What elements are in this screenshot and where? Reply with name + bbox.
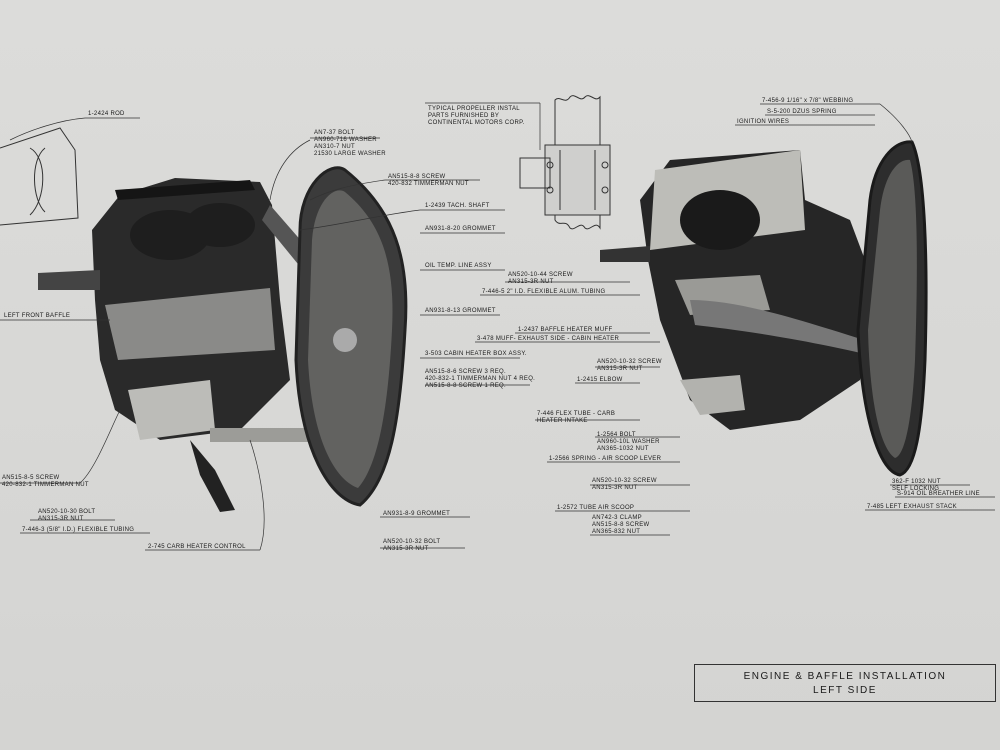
label-line: AN742-3 CLAMP bbox=[592, 515, 642, 521]
label-line: PARTS FURNISHED BY bbox=[428, 113, 500, 119]
label-spring-air-scoop: 1-2566 SPRING - AIR SCOOP LEVER bbox=[549, 456, 662, 462]
label-line: AN515-8-8 SCREW bbox=[592, 522, 650, 528]
label-line: AN515-8-8 SCREW 1 REQ. bbox=[425, 383, 506, 389]
label-webbing: 7-456-9 1/16" x 7/8" WEBBING bbox=[762, 98, 854, 104]
label-left-front-baffle: LEFT FRONT BAFFLE bbox=[4, 313, 71, 319]
label-line: AN310-7 NUT bbox=[314, 144, 355, 150]
label-bolt-washer-nut-r: 1-2564 BOLT AN960-10L WASHER AN365-1032 … bbox=[597, 432, 660, 453]
label-line: AN520-10-32 BOLT bbox=[383, 539, 441, 545]
label-line: AN515-8-6 SCREW 3 REQ. bbox=[425, 369, 506, 375]
label-alum-tubing: 7-446-5 2" I.D. FLEXIBLE ALUM. TUBING bbox=[482, 289, 606, 295]
label-screw-nut-r2: AN520-10-32 SCREW AN315-3R NUT bbox=[597, 359, 662, 373]
right-engine-photo bbox=[600, 150, 890, 430]
label-line: AN365-1032 NUT bbox=[597, 446, 649, 452]
label-tach-shaft: 1-2439 TACH. SHAFT bbox=[425, 203, 490, 209]
label-line: AN520-10-44 SCREW bbox=[508, 272, 573, 278]
leader-lines bbox=[0, 102, 995, 551]
label-oil-breather-line: S-914 OIL BREATHER LINE bbox=[897, 491, 980, 497]
label-bolt-washer-nut: AN7-37 BOLT AN960-716 WASHER AN310-7 NUT… bbox=[314, 130, 386, 158]
label-screw-nut: AN515-8-8 SCREW 420-832 TIMMERMAN NUT bbox=[388, 174, 469, 188]
label-grommet-2: AN931-8-13 GROMMET bbox=[425, 308, 496, 314]
label-line: AN520-10-30 BOLT bbox=[38, 509, 96, 515]
left-baffle-disc bbox=[294, 166, 408, 507]
label-cabin-heater-box: 3-503 CABIN HEATER BOX ASSY. bbox=[425, 351, 527, 357]
label-screw-left: AN515-8-5 SCREW 420-832-1 TIMMERMAN NUT bbox=[2, 475, 89, 489]
label-line: AN515-8-5 SCREW bbox=[2, 475, 60, 481]
label-flexible-tubing: 7-446-3 (5/8" I.D.) FLEXIBLE TUBING bbox=[22, 527, 135, 533]
label-line: AN515-8-8 SCREW bbox=[388, 174, 446, 180]
label-line: TYPICAL PROPELLER INSTAL bbox=[428, 106, 520, 112]
label-line: 420-832 TIMMERMAN NUT bbox=[388, 181, 469, 187]
propeller-parts-sketch bbox=[519, 95, 611, 230]
label-oil-temp-line: OIL TEMP. LINE ASSY bbox=[425, 263, 492, 269]
label-bolt-nut-bottom: AN520-10-32 BOLT AN315-3R NUT bbox=[383, 539, 440, 553]
label-ignition-wires: IGNITION WIRES bbox=[737, 119, 790, 125]
label-line: AN315-3R NUT bbox=[597, 366, 643, 372]
label-screw-nut-r3: AN520-10-32 SCREW AN315-3R NUT bbox=[592, 478, 657, 492]
label-line: AN960-716 WASHER bbox=[314, 137, 377, 143]
label-line: AN7-37 BOLT bbox=[314, 130, 355, 136]
label-line: 420-832-1 TIMMERMAN NUT 4 REQ. bbox=[425, 376, 536, 382]
label-line: 1-2564 BOLT bbox=[597, 432, 636, 438]
label-line: AN520-10-32 SCREW bbox=[592, 478, 657, 484]
label-flex-carb: 7-446 FLEX TUBE - CARB HEATER INTAKE bbox=[537, 411, 615, 425]
label-line: AN520-10-32 SCREW bbox=[597, 359, 662, 365]
label-line: AN365-832 NUT bbox=[592, 529, 641, 535]
label-line: AN960-10L WASHER bbox=[597, 439, 660, 445]
label-screw-timmerman: AN515-8-6 SCREW 3 REQ. 420-832-1 TIMMERM… bbox=[425, 369, 535, 390]
label-screw-nut-r: AN520-10-44 SCREW AN315-3R NUT bbox=[508, 272, 573, 286]
label-muff-exhaust: 3-478 MUFF- EXHAUST SIDE - CABIN HEATER bbox=[477, 336, 620, 342]
label-rod: 1-2424 ROD bbox=[88, 111, 125, 117]
label-line: SELF LOCKING bbox=[892, 486, 940, 492]
label-elbow: 1-2415 ELBOW bbox=[577, 377, 623, 383]
rod-bracket-sketch bbox=[0, 127, 79, 226]
label-carb-heater-control: 2-745 CARB HEATER CONTROL bbox=[148, 544, 246, 550]
label-bolt-nut-left: AN520-10-30 BOLT AN315-3R NUT bbox=[38, 509, 95, 523]
label-line: HEATER INTAKE bbox=[537, 418, 588, 424]
label-propeller-note: TYPICAL PROPELLER INSTAL PARTS FURNISHED… bbox=[428, 106, 525, 127]
label-line: 420-832-1 TIMMERMAN NUT bbox=[2, 482, 89, 488]
label-line: AN315-3R NUT bbox=[592, 485, 638, 491]
label-line: 362-F 1032 NUT bbox=[892, 479, 941, 485]
right-baffle-disc bbox=[856, 140, 928, 477]
label-dzus-spring: S-5-200 DZUS SPRING bbox=[767, 109, 837, 115]
title-sub: LEFT SIDE bbox=[813, 685, 877, 696]
label-line: CONTINENTAL MOTORS CORP. bbox=[428, 120, 525, 126]
label-line: AN315-3R NUT bbox=[38, 516, 84, 522]
label-clamp-screw-nut: AN742-3 CLAMP AN515-8-8 SCREW AN365-832 … bbox=[592, 515, 650, 536]
label-nut-locking: 362-F 1032 NUT SELF LOCKING bbox=[892, 479, 941, 493]
label-grommet-1: AN931-8-20 GROMMET bbox=[425, 226, 496, 232]
label-line: 7-446 FLEX TUBE - CARB bbox=[537, 411, 616, 417]
label-line: AN315-3R NUT bbox=[383, 546, 429, 552]
label-grommet-3: AN931-8-9 GROMMET bbox=[383, 511, 451, 517]
title-block: ENGINE & BAFFLE INSTALLATION LEFT SIDE bbox=[694, 664, 996, 702]
label-air-scoop: 1-2572 TUBE AIR SCOOP bbox=[557, 505, 635, 511]
label-line: AN315-3R NUT bbox=[508, 279, 554, 285]
label-left-exhaust-stack: 7-485 LEFT EXHAUST STACK bbox=[867, 504, 957, 510]
label-baffle-muff: 1-2437 BAFFLE HEATER MUFF bbox=[518, 327, 613, 333]
title-main: ENGINE & BAFFLE INSTALLATION bbox=[743, 671, 947, 682]
label-line: 21530 LARGE WASHER bbox=[314, 151, 386, 157]
